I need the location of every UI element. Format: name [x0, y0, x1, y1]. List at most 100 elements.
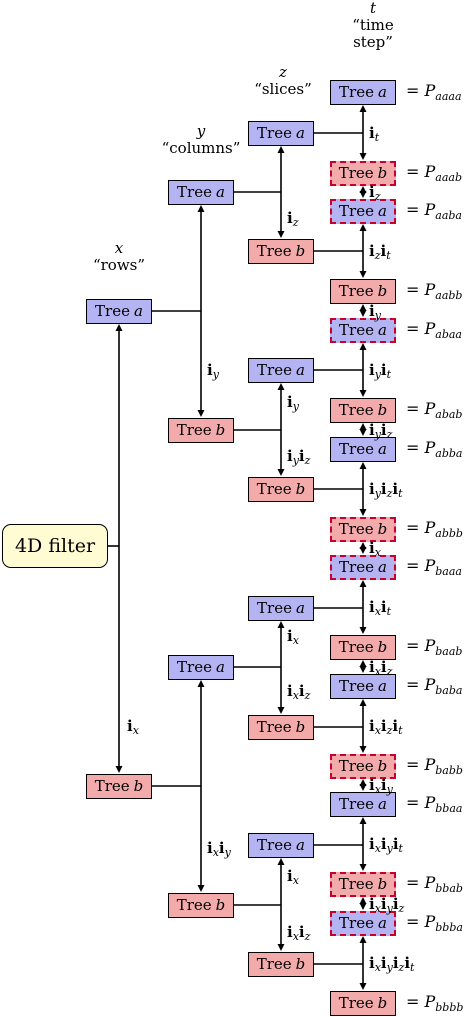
arrow-l3-2-head-top — [277, 621, 285, 628]
arrow-l4-4-head-bottom — [359, 390, 367, 397]
equation-abaa: = Pabaa — [406, 319, 462, 341]
edge-label-l4-11: ixiy — [369, 776, 393, 796]
tree-word: Tree — [338, 401, 374, 419]
tree-word: Tree — [338, 994, 374, 1012]
equation-baba: = Pbaba — [406, 675, 463, 697]
tree-word: Tree — [94, 777, 130, 795]
tree-variant: b — [377, 994, 388, 1012]
tree-word: Tree — [176, 896, 212, 914]
arrow-l4-14-head-bottom — [359, 983, 367, 990]
tree-word: Tree — [256, 242, 292, 260]
edge-label-l4-13: ixiyiz — [369, 894, 405, 915]
equation-bbaa: = Pbbaa — [406, 793, 463, 815]
arrow-l4-2-head-top — [359, 224, 367, 231]
tree-word: Tree — [339, 795, 374, 813]
arrow-l4-13-head-top — [359, 897, 367, 904]
level-header-y: y“columns” — [141, 123, 261, 157]
arrow-l4-10-head-bottom — [359, 746, 367, 753]
arrow-l4-4-head-top — [359, 343, 367, 350]
tree-variant: b — [215, 421, 226, 439]
arrow-l3-2-head-bottom — [277, 707, 285, 714]
edge-label-l3-6: ixiz — [287, 923, 311, 943]
tree-word: Tree — [339, 440, 374, 458]
arrow-l4-13-head-bottom — [359, 903, 367, 910]
equation-bbab: = Pbbab — [406, 873, 463, 895]
tree-variant: b — [295, 718, 306, 736]
tree-word: Tree — [339, 321, 374, 339]
arrow-l4-11-head-bottom — [359, 784, 367, 791]
edge-label-l3-4: ixiz — [287, 682, 311, 702]
arrow-l4-5-head-top — [359, 423, 367, 430]
tree-variant: b — [133, 777, 144, 795]
tree-variant: b — [295, 480, 306, 498]
arrow-l2-1-head-bottom — [197, 885, 205, 892]
header-text: “slices” — [254, 80, 312, 98]
arrow-l4-1-head-bottom — [359, 191, 367, 198]
tree-variant: b — [377, 520, 388, 538]
tree-word: Tree — [338, 282, 374, 300]
equation-baaa: = Pbaaa — [406, 556, 462, 578]
tree-word: Tree — [339, 677, 374, 695]
arrow-l4-2-head-bottom — [359, 271, 367, 278]
tree-variant: b — [377, 757, 388, 775]
edge-label-l3-2: iyiz — [287, 447, 311, 467]
edge-label-l4-5: iyiz — [369, 420, 393, 441]
edge-label-l4-6: iyizit — [369, 480, 403, 500]
arrow-l1-head-top — [115, 324, 123, 331]
header-variable: y — [196, 122, 206, 140]
header-text-2: step” — [353, 33, 393, 51]
header-variable: z — [279, 63, 287, 81]
tree-variant: a — [133, 302, 143, 320]
equation-abab: = Pabab — [406, 399, 463, 421]
edge-label-l2-1: ixiy — [207, 839, 231, 859]
arrow-l4-6-head-top — [359, 462, 367, 469]
tree-word: Tree — [256, 955, 292, 973]
arrow-l3-1-head-bottom — [277, 469, 285, 476]
arrow-l4-9-head-bottom — [359, 666, 367, 673]
tree-word: Tree — [257, 124, 292, 142]
header-variable: x — [114, 239, 124, 257]
edge-label-l4-0: it — [369, 123, 380, 144]
header-text: “rows” — [92, 256, 146, 274]
arrow-l4-3-head-top — [359, 304, 367, 311]
tree-variant: b — [377, 875, 388, 893]
edge-label-l4-12: ixiyit — [369, 835, 403, 855]
equation-babb: = Pbabb — [406, 755, 463, 777]
tree-variant: b — [377, 401, 388, 419]
arrow-l2-1-head-top — [197, 680, 205, 687]
arrow-l4-12-head-bottom — [359, 864, 367, 871]
tree-variant: a — [295, 599, 305, 617]
arrow-l4-3-head-bottom — [359, 310, 367, 317]
arrow-l4-14-head-top — [359, 936, 367, 943]
equation-baab: = Pbaab — [406, 636, 463, 658]
level-header-z: z“slices” — [223, 64, 343, 98]
edge-label-l4-9: ixiz — [369, 657, 393, 678]
arrow-l4-10-head-top — [359, 699, 367, 706]
tree-variant: a — [377, 440, 387, 458]
header-text: “time — [352, 16, 394, 34]
arrow-l4-6-head-bottom — [359, 509, 367, 516]
equation-aaab: = Paaab — [406, 162, 462, 184]
arrow-l4-0-head-top — [359, 105, 367, 112]
arrow-l4-12-head-top — [359, 817, 367, 824]
arrow-l4-8-head-top — [359, 580, 367, 587]
equation-aaaa: = Paaaa — [406, 81, 462, 103]
edge-label-l3-1: iy — [287, 393, 299, 413]
